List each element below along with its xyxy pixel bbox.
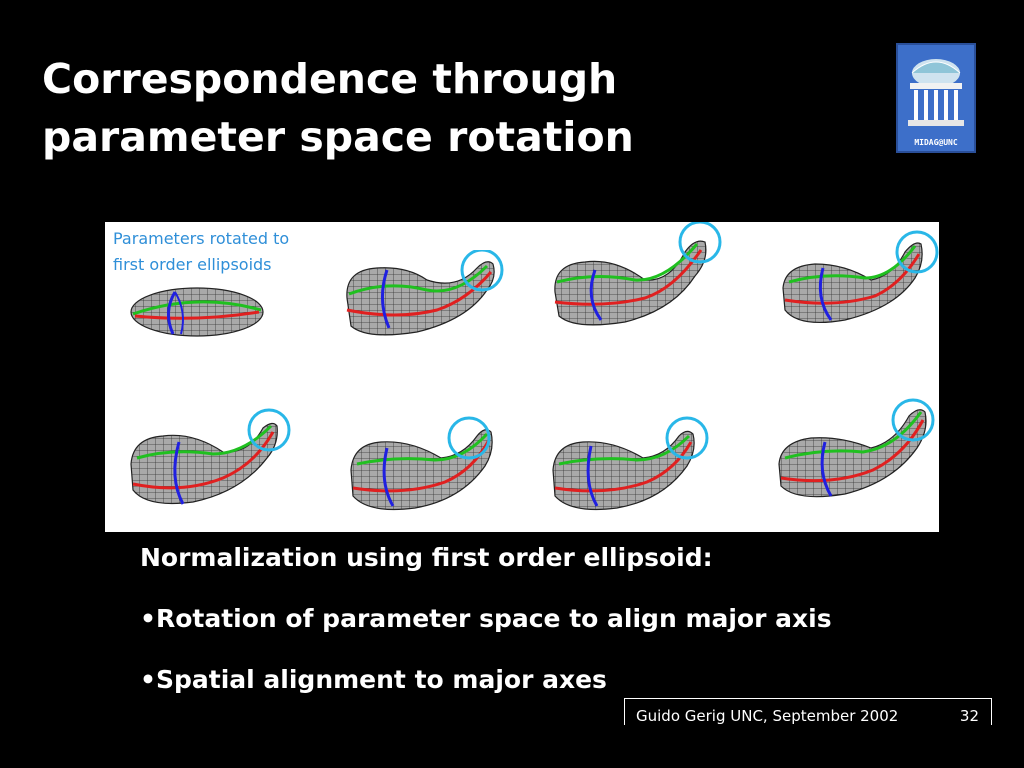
organ-shape-mesh xyxy=(554,222,722,326)
ellipsoid-mesh xyxy=(130,287,264,337)
organ-shape-mesh xyxy=(782,230,939,324)
slide-title: Correspondence through parameter space r… xyxy=(42,50,802,166)
marker-circle xyxy=(665,416,709,460)
slide-footer: Guido Gerig UNC, September 2002 32 xyxy=(624,698,992,725)
marker-circle xyxy=(447,416,491,460)
figure-caption-line-2: first order ellipsoids xyxy=(113,255,272,274)
logo-label: MIDAG@UNC xyxy=(914,138,958,147)
slide-title-line-2: parameter space rotation xyxy=(42,113,634,161)
marker-circle xyxy=(247,408,291,452)
organ-shape-mesh xyxy=(346,250,504,336)
marker-circle xyxy=(895,230,939,274)
figure-caption: Parameters rotated to first order ellips… xyxy=(113,226,289,278)
organ-shape-mesh xyxy=(778,398,935,498)
organ-shape-mesh xyxy=(552,416,709,511)
footer-text: Guido Gerig UNC, September 2002 xyxy=(636,707,899,725)
shape-correspondence-figure: Parameters rotated to first order ellips… xyxy=(105,222,939,532)
marker-circle xyxy=(460,250,504,292)
figure-caption-line-1: Parameters rotated to xyxy=(113,229,290,248)
bullet-heading: Normalization using first order ellipsoi… xyxy=(140,543,713,572)
slide-title-line-1: Correspondence through xyxy=(42,55,618,103)
marker-circle xyxy=(678,222,722,264)
organ-shape-mesh xyxy=(350,416,493,511)
organ-shape-mesh xyxy=(130,408,291,505)
midag-unc-logo: MIDAG@UNC xyxy=(896,43,976,153)
bullet-item-rotation: •Rotation of parameter space to align ma… xyxy=(140,604,832,633)
page-number: 32 xyxy=(959,707,979,725)
bullet-item-spatial-alignment: •Spatial alignment to major axes xyxy=(140,665,607,694)
marker-circle xyxy=(891,398,935,442)
